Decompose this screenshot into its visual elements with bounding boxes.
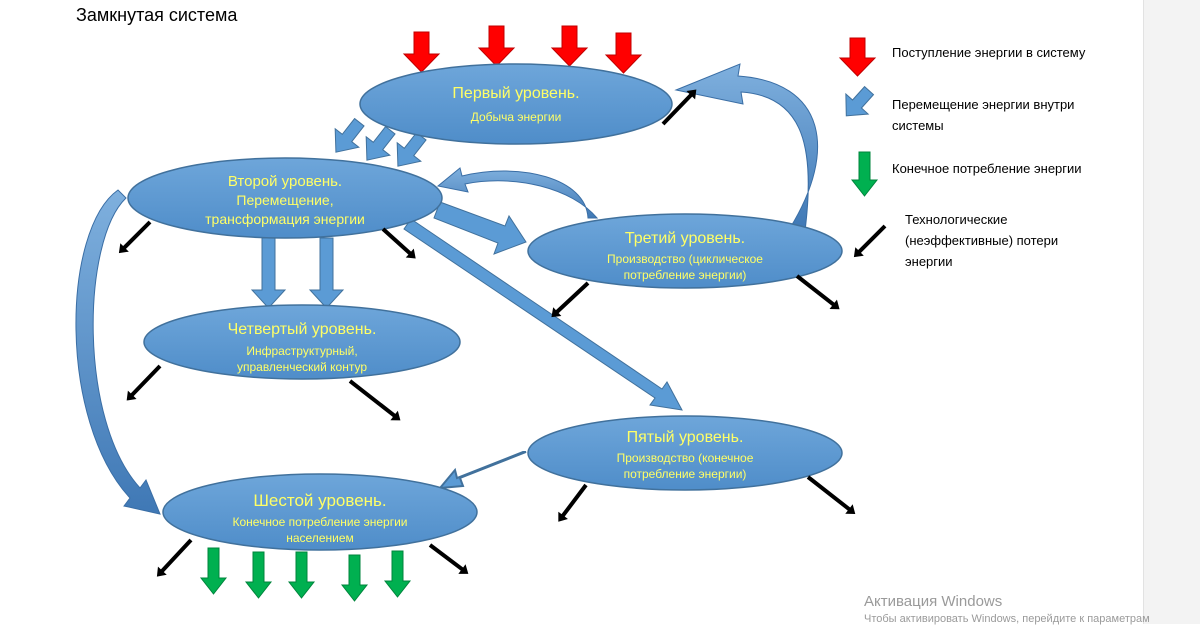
arrows-level2-to-level4 — [250, 237, 345, 309]
node-level6-text: Шестой уровень. Конечное потребление эне… — [233, 491, 408, 545]
red-down-arrow — [604, 32, 643, 74]
node-level5-sub-line: потребление энергии) — [624, 467, 747, 481]
node-level5-sub-line: Производство (конечное — [617, 451, 754, 465]
node-level1-sub-line: Добыча энергии — [471, 110, 562, 124]
node-level2-title: Второй уровень. — [228, 173, 342, 190]
node-level6 — [162, 473, 478, 551]
legend-symbols — [838, 37, 887, 258]
black-loss-arrow — [558, 483, 588, 522]
black-loss-arrow — [661, 89, 697, 126]
node-level4-sub-line: Инфраструктурный, — [246, 344, 357, 358]
node-level3 — [527, 213, 843, 289]
legend-final-label: Конечное потребление энергии — [892, 161, 1082, 176]
green-down-arrow — [287, 551, 316, 599]
node-level5-text: Пятый уровень. Производство (конечное по… — [617, 429, 754, 481]
arrow-level2-to-level3 — [433, 201, 527, 255]
activation-watermark-text: Чтобы активировать Windows, перейдите к … — [864, 613, 1150, 625]
black-loss-arrow — [156, 538, 193, 577]
page-title: Замкнутая система — [76, 5, 238, 25]
blue-diagonal-arrow — [396, 131, 427, 167]
red-down-arrow — [550, 25, 589, 67]
legend-green-arrow-icon — [850, 151, 879, 197]
curved-arrow-level3-to-level2 — [436, 167, 599, 219]
black-loss-arrow — [795, 274, 840, 310]
node-level4-text: Четвертый уровень. Инфраструктурный, упр… — [228, 321, 377, 374]
legend-red-arrow-icon — [838, 37, 877, 77]
black-loss-arrow — [806, 475, 856, 514]
node-level3-sub-line: потребление энергии) — [624, 268, 747, 282]
legend-input-label: Поступление энергии в систему — [892, 45, 1086, 60]
curved-arrow-level2-to-level6 — [75, 189, 161, 515]
black-loss-arrow — [118, 220, 152, 254]
green-down-arrow — [383, 550, 412, 598]
activation-watermark-title: Активация Windows — [864, 593, 1003, 610]
red-down-arrow — [477, 25, 516, 67]
blue-down-arrow — [308, 237, 345, 309]
arrows-level1-to-level2 — [334, 117, 427, 167]
node-level6-title: Шестой уровень. — [253, 491, 386, 510]
black-loss-arrow — [126, 364, 162, 401]
black-loss-arrow — [551, 281, 590, 318]
legend-internal-label: Перемещение энергии внутри системы — [892, 97, 1075, 133]
black-loss-arrow — [381, 227, 416, 259]
energy-loss-arrows — [118, 89, 856, 577]
arrow-level2-to-level5 — [403, 218, 683, 411]
node-level3-title: Третий уровень. — [625, 230, 745, 247]
curved-arrow-level3-to-level1 — [674, 63, 819, 232]
node-level2-text: Второй уровень. Перемещение, трансформац… — [205, 173, 365, 227]
node-level1-text: Первый уровень. Добыча энергии — [452, 85, 579, 124]
green-down-arrow — [340, 554, 369, 602]
node-level2 — [127, 157, 443, 239]
right-margin-strip — [1143, 0, 1200, 624]
node-level3-sub-line: Производство (циклическое — [607, 252, 763, 266]
node-level6-sub-line: населением — [286, 531, 354, 545]
red-down-arrow — [402, 31, 441, 73]
black-loss-arrow — [348, 379, 401, 421]
node-level5-title: Пятый уровень. — [627, 429, 744, 446]
blue-diagonal-arrow — [334, 117, 365, 153]
blue-diagonal-arrow — [365, 125, 396, 161]
node-level2-sub-line: трансформация энергии — [205, 211, 365, 227]
node-level6-sub-line: Конечное потребление энергии — [233, 515, 408, 529]
legend-blue-arrow-icon — [845, 85, 875, 117]
legend-black-arrow-icon — [853, 224, 887, 258]
node-level1 — [359, 63, 673, 145]
node-level4 — [143, 304, 461, 380]
energy-input-arrows — [402, 25, 643, 74]
node-level5 — [527, 415, 843, 491]
node-level4-title: Четвертый уровень. — [228, 321, 377, 338]
node-level3-text: Третий уровень. Производство (циклическо… — [607, 230, 763, 282]
black-loss-arrow — [428, 543, 469, 574]
node-level2-sub-line: Перемещение, — [236, 192, 333, 208]
blue-down-arrow — [250, 237, 287, 309]
final-consumption-arrows — [199, 547, 412, 602]
node-level1-title: Первый уровень. — [452, 85, 579, 102]
node-level4-sub-line: управленческий контур — [237, 360, 367, 374]
arrow-level5-to-level6 — [437, 451, 527, 490]
green-down-arrow — [244, 551, 273, 599]
green-down-arrow — [199, 547, 228, 595]
legend-losses-label: Технологические (неэффективные) потери э… — [905, 212, 1059, 269]
